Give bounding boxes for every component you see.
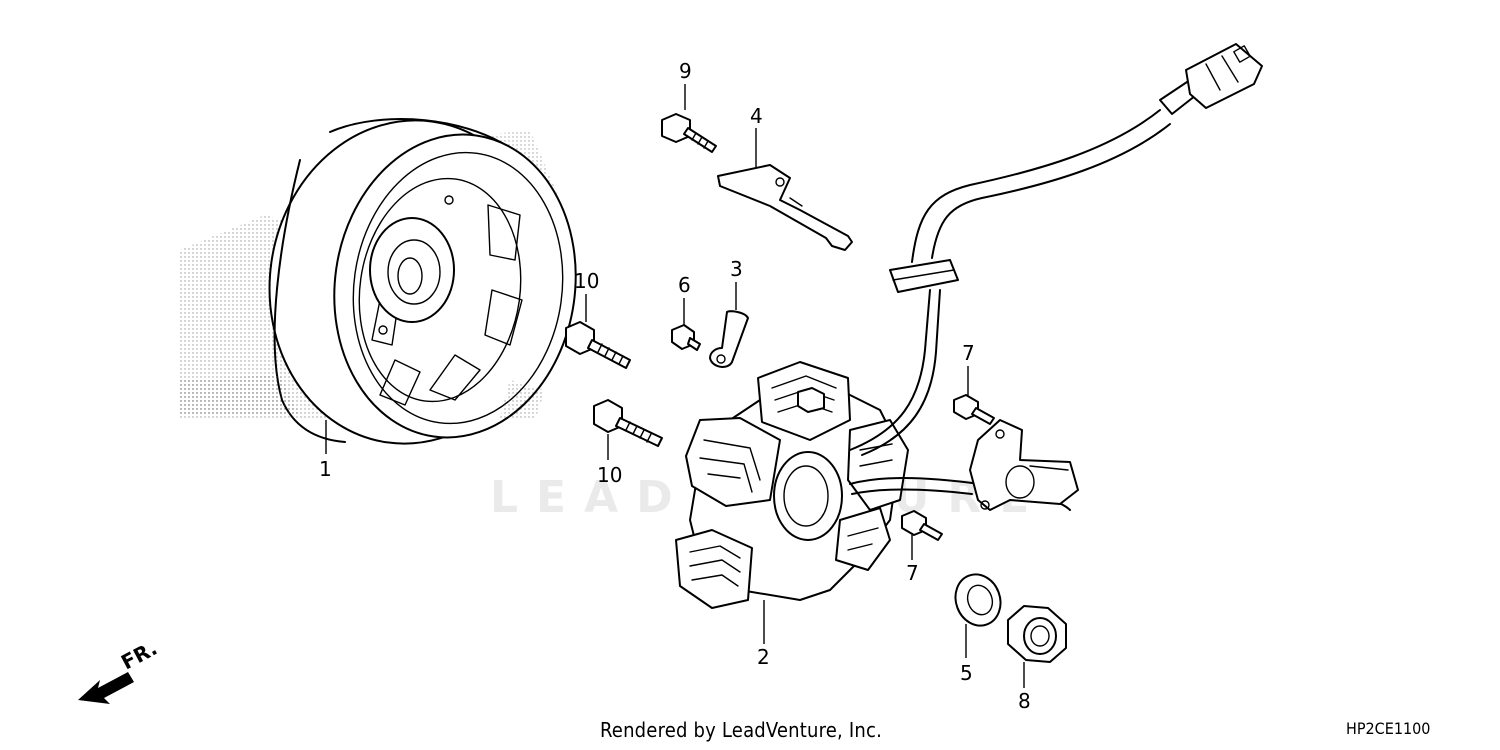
front-direction-arrow-icon: FR. — [78, 636, 161, 704]
callout-1: 1 — [319, 457, 332, 481]
callout-5: 5 — [960, 661, 973, 685]
bolt-part-9[interactable] — [661, 113, 717, 153]
wire-harness[interactable] — [849, 43, 1263, 511]
callout-10-lower: 10 — [597, 463, 622, 487]
washer-part-5[interactable] — [948, 568, 1007, 632]
screw-part-7-upper[interactable] — [953, 394, 995, 425]
callout-4: 4 — [750, 104, 763, 128]
bolt-part-10-upper[interactable] — [565, 321, 631, 369]
bolt-part-10-lower[interactable] — [593, 399, 663, 447]
pulser-coil[interactable] — [969, 419, 1079, 511]
front-direction-label: FR. — [117, 636, 161, 675]
clamp-part-3[interactable] — [709, 310, 749, 368]
flywheel-part-1[interactable] — [180, 102, 595, 462]
leader-lines — [325, 84, 1025, 688]
stator-part-2[interactable] — [675, 361, 909, 609]
callout-3: 3 — [730, 257, 743, 281]
callout-7-lower: 7 — [906, 561, 919, 585]
screw-part-7-lower[interactable] — [901, 510, 943, 541]
bracket-part-4[interactable] — [717, 164, 853, 251]
bolt-part-6[interactable] — [671, 324, 701, 351]
callout-7-upper: 7 — [962, 341, 975, 365]
callout-6: 6 — [678, 273, 691, 297]
render-credit: Rendered by LeadVenture, Inc. — [600, 718, 882, 742]
callout-8: 8 — [1018, 689, 1031, 713]
nut-part-8[interactable] — [1007, 605, 1067, 663]
callout-9: 9 — [679, 59, 692, 83]
callout-2: 2 — [757, 645, 770, 669]
part-callouts: 1 9 4 3 6 10 10 2 7 7 5 8 — [319, 59, 1031, 713]
diagram-code: HP2CE1100 — [1346, 719, 1431, 738]
callout-10-upper: 10 — [574, 269, 599, 293]
